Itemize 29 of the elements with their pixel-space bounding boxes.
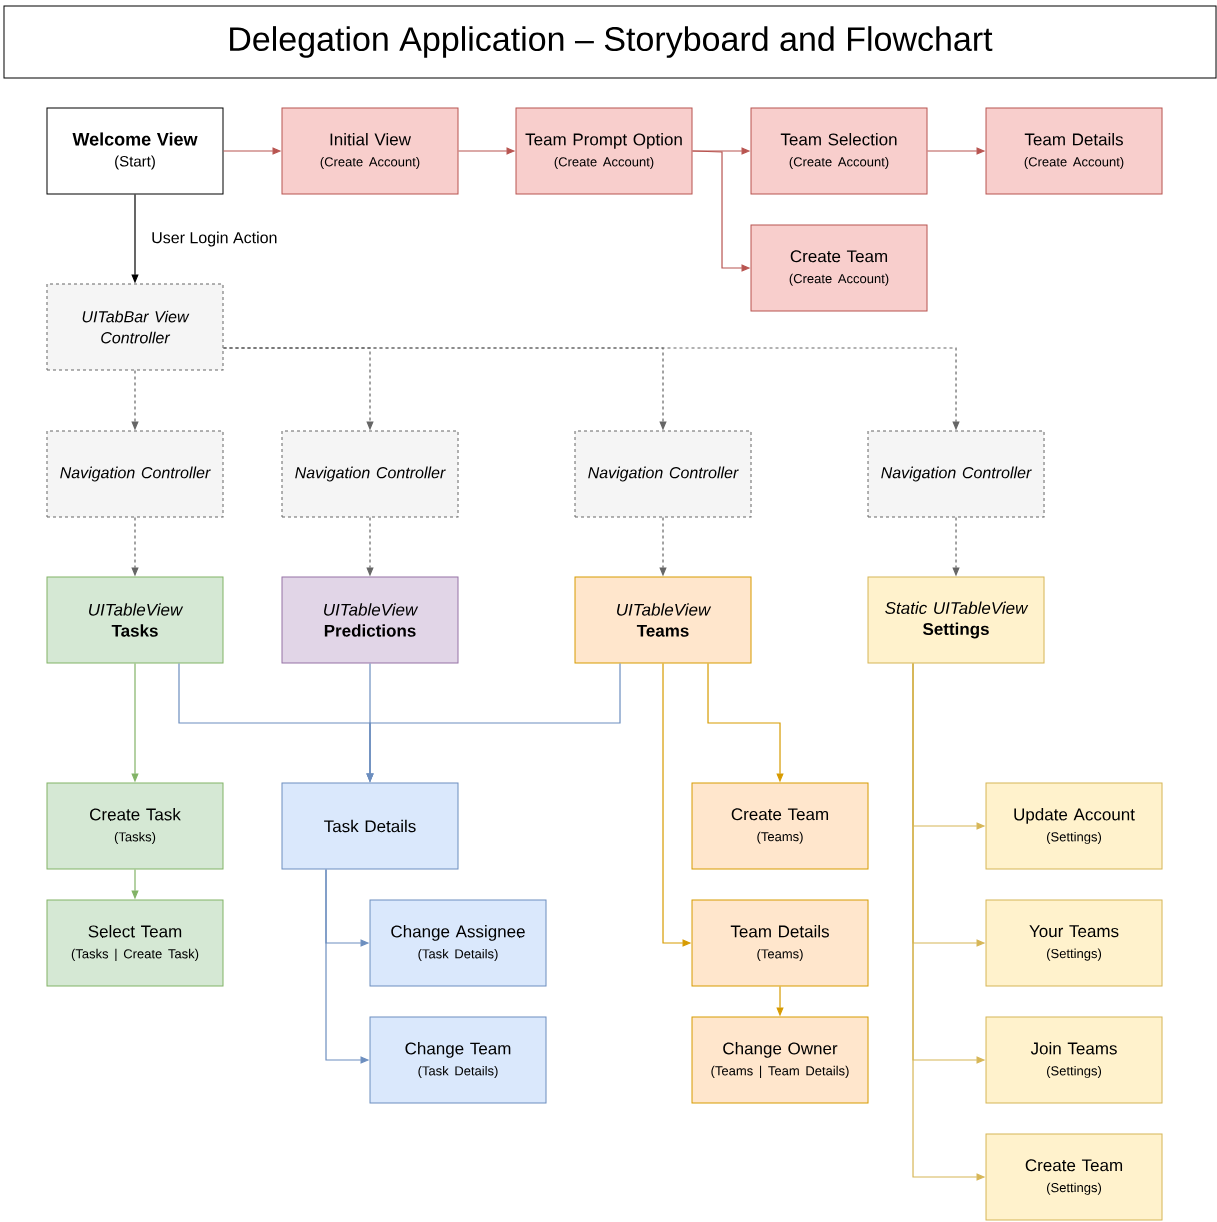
title-box: Delegation Application – Storyboard and Flowchart — [3, 5, 1217, 79]
process-box: Update Account (Settings) — [985, 782, 1163, 870]
controller-box: Navigation Controller — [867, 430, 1045, 518]
process-box: Create Team (Teams) — [691, 782, 869, 870]
controller-box: Navigation Controller — [281, 430, 459, 518]
process-box: Team Prompt Option (Create Account) — [515, 107, 693, 195]
start-box: Welcome View (Start) — [46, 107, 224, 195]
view-box: UITableView Tasks — [46, 576, 224, 664]
controller-box: Navigation Controller — [46, 430, 224, 518]
process-box: Create Team (Settings) — [985, 1133, 1163, 1221]
process-box: Team Selection (Create Account) — [750, 107, 928, 195]
process-box: Initial View (Create Account) — [281, 107, 459, 195]
edge-label: User Login Action — [152, 231, 277, 247]
process-box: Task Details — [281, 782, 459, 870]
process-box: Team Details (Create Account) — [985, 107, 1163, 195]
process-box: Change Assignee (Task Details) — [369, 899, 547, 987]
process-box: Join Teams (Settings) — [985, 1016, 1163, 1104]
process-box: Your Teams (Settings) — [985, 899, 1163, 987]
controller-box: Navigation Controller — [574, 430, 752, 518]
process-box: Change Owner (Teams | Team Details) — [691, 1016, 869, 1104]
view-box: UITableView Teams — [574, 576, 752, 664]
process-box: Team Details (Teams) — [691, 899, 869, 987]
process-box: Create Task (Tasks) — [46, 782, 224, 870]
process-box: Change Team (Task Details) — [369, 1016, 547, 1104]
view-box: Static UITableView Settings — [867, 576, 1045, 664]
process-box: Create Team (Create Account) — [750, 224, 928, 312]
controller-box: UITabBar View Controller — [46, 283, 224, 371]
view-box: UITableView Predictions — [281, 576, 459, 664]
process-box: Select Team (Tasks | Create Task) — [46, 899, 224, 987]
